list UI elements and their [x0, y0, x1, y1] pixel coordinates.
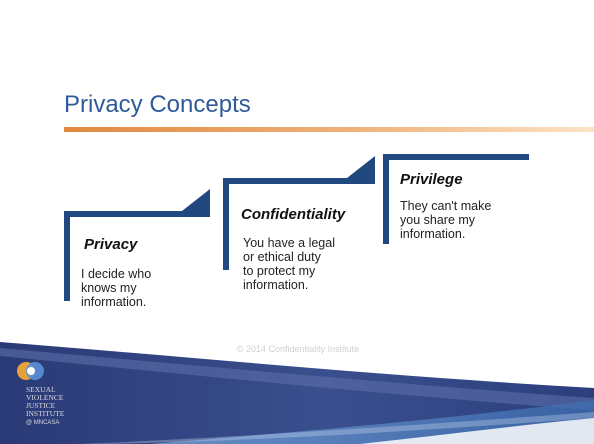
logo-line: VIOLENCE — [26, 393, 64, 402]
step-top-bar-1 — [64, 211, 210, 217]
logo-line: SEXUAL — [26, 385, 56, 394]
concept-heading-privilege: Privilege — [400, 171, 463, 188]
page-title: Privacy Concepts — [64, 91, 251, 118]
body-line: information. — [400, 227, 466, 241]
body-line: knows my — [81, 281, 137, 295]
logo-line: @ MNCASA — [26, 420, 60, 426]
logo-emblem-icon — [17, 362, 44, 380]
step-side-bar-1 — [64, 217, 70, 301]
step-side-bar-3 — [383, 160, 389, 244]
concept-body-privacy: I decide who knows my information. — [81, 267, 151, 309]
body-line: I decide who — [81, 267, 152, 281]
body-line: to protect my — [243, 264, 316, 278]
step-side-bar-2 — [223, 184, 229, 270]
body-line: You have a legal — [243, 236, 335, 250]
concept-body-privilege: They can't make you share my information… — [400, 199, 491, 241]
logo-line: INSTITUTE — [26, 409, 65, 418]
body-line: information. — [243, 278, 309, 292]
step-top-bar-3 — [383, 154, 529, 160]
body-line: or ethical duty — [243, 250, 321, 264]
body-line: you share my — [400, 213, 476, 227]
concept-heading-privacy: Privacy — [84, 236, 138, 253]
footer-band — [0, 336, 594, 444]
logo-line: JUSTICE — [26, 401, 56, 410]
concept-body-confidentiality: You have a legal or ethical duty to prot… — [243, 236, 335, 292]
footer-copyright: © 2014 Confidentiality Institute — [236, 344, 360, 354]
body-line: They can't make — [400, 199, 492, 213]
body-line: information. — [81, 295, 147, 309]
step-top-bar-2 — [223, 178, 375, 184]
step-arrow-2 — [347, 156, 375, 178]
step-arrow-1 — [182, 189, 210, 211]
concept-heading-confidentiality: Confidentiality — [241, 206, 346, 223]
title-underline — [64, 127, 594, 132]
